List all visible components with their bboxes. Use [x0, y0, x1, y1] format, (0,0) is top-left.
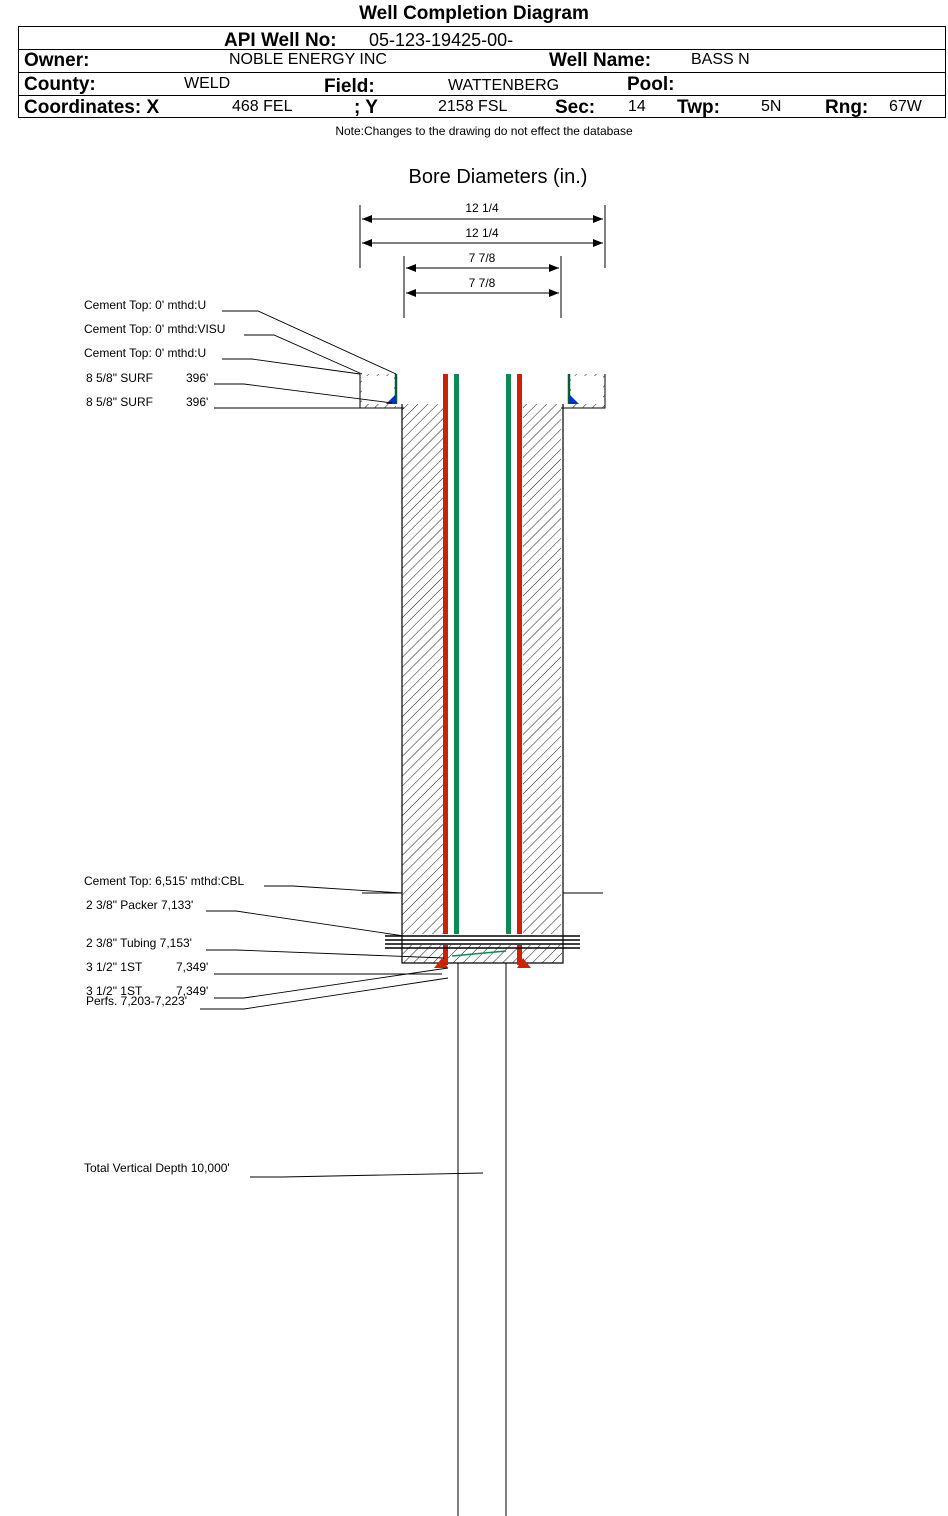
- field-value: WATTENBERG: [448, 77, 560, 94]
- sec-value: 14: [628, 98, 646, 115]
- well-name-value: BASS N: [691, 51, 750, 68]
- cement-top-cbl-label: Cement Top: 6,515' mthd:CBL: [84, 874, 245, 888]
- diagram-title: Well Completion Diagram: [359, 3, 589, 24]
- string-casing-depth: 7,349': [176, 984, 209, 998]
- bore-diameter-label: 7 7/8: [468, 276, 496, 290]
- api-value: 05-123-19425-00-: [369, 30, 514, 50]
- bore-diameters-title: Bore Diameters (in.): [408, 166, 588, 188]
- table-divider: [19, 95, 945, 96]
- casing-shoe-icon: [569, 394, 579, 404]
- bore-diameter-label: 12 1/4: [465, 201, 499, 215]
- casing-shoe-icon: [386, 394, 396, 404]
- coord-x-label: Coordinates: X: [24, 97, 160, 118]
- twp-value: 5N: [761, 98, 782, 115]
- surface-casing-label: 8 5/8" SURF: [86, 395, 153, 409]
- pool-label: Pool:: [627, 74, 675, 95]
- twp-label: Twp:: [677, 97, 720, 118]
- surface-casing-depth: 396': [186, 371, 209, 385]
- database-note: Note:Changes to the drawing do not effec…: [335, 124, 633, 138]
- packer: [385, 935, 580, 949]
- leader-lines: [200, 310, 484, 1178]
- county-value: WELD: [184, 75, 231, 92]
- api-label: API Well No:: [224, 30, 337, 51]
- cement-top-label: Cement Top: 0' mthd:VISU: [84, 322, 226, 336]
- cement-top-label: Cement Top: 0' mthd:U: [84, 298, 207, 312]
- rng-label: Rng:: [825, 97, 869, 118]
- county-label: County:: [24, 74, 96, 95]
- well-info-table: [18, 26, 946, 118]
- casing-strings: [434, 374, 531, 968]
- cement-top-label: Cement Top: 0' mthd:U: [84, 346, 207, 360]
- table-divider: [19, 72, 945, 73]
- total-depth-label: Total Vertical Depth 10,000': [84, 1161, 230, 1175]
- bore-diameter-label: 7 7/8: [468, 251, 496, 265]
- perforations-label: Perfs. 7,203-7,223': [86, 994, 188, 1008]
- rng-value: 67W: [889, 98, 922, 115]
- string-casing-label: 3 1/2" 1ST: [86, 960, 143, 974]
- owner-label: Owner:: [24, 50, 90, 71]
- production-annulus: [362, 404, 603, 964]
- table-divider: [19, 49, 945, 50]
- string-casing-label: 3 1/2" 1ST: [86, 984, 143, 998]
- sec-label: Sec:: [555, 97, 596, 118]
- surface-casing-depth: 396': [186, 395, 209, 409]
- surface-casing-label: 8 5/8" SURF: [86, 371, 153, 385]
- packer-label: 2 3/8" Packer 7,133': [86, 898, 194, 912]
- coord-y-label: ; Y: [354, 97, 378, 118]
- bore-diameter-label: 12 1/4: [465, 226, 499, 240]
- open-hole: [457, 963, 507, 1516]
- string-casing-depth: 7,349': [176, 960, 209, 974]
- coord-y-value: 2158 FSL: [438, 98, 508, 115]
- casing-shoe-icon: [434, 958, 448, 968]
- well-name-label: Well Name:: [549, 50, 652, 71]
- tubing-label: 2 3/8" Tubing 7,153': [86, 936, 192, 950]
- bore-dimension-lines: [359, 205, 606, 318]
- coord-x-value: 468 FEL: [232, 98, 293, 115]
- casing-shoe-icon: [517, 958, 531, 968]
- owner-value: NOBLE ENERGY INC: [229, 51, 387, 68]
- surface-hole: [359, 374, 606, 409]
- field-label: Field:: [324, 76, 375, 97]
